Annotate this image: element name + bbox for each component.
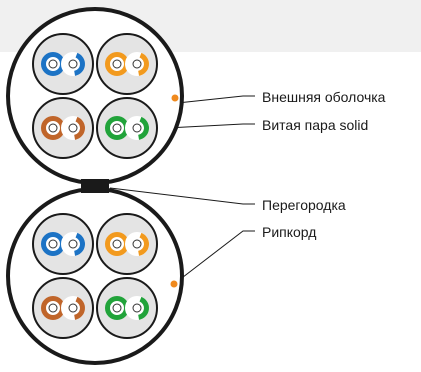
outer-jacket: [6, 7, 184, 185]
label-ripcord: Рипкорд: [262, 224, 317, 240]
conductor-core: [48, 59, 58, 69]
ripcord-dot: [171, 94, 179, 102]
label-outer-jacket: Внешняя оболочка: [262, 89, 386, 105]
conductor-stripe: [73, 296, 85, 320]
label-twisted-pair: Витая пара solid: [262, 117, 369, 133]
conductor-core: [132, 303, 142, 313]
outer-jacket: [6, 187, 184, 365]
orange-twisted-pair-icon: [96, 213, 158, 275]
conductor-stripe: [73, 232, 85, 256]
blue-twisted-pair-icon: [32, 33, 94, 95]
conductor-core: [112, 239, 122, 249]
conductor-core: [132, 59, 142, 69]
conductor-stripe: [137, 52, 149, 76]
conductor-core: [68, 123, 78, 133]
separator: [81, 179, 109, 193]
conductor-stripe: [137, 296, 149, 320]
leader-line-ripcord: [173, 230, 255, 285]
leader-line-twisted-pair: [147, 123, 255, 130]
lower-cable: [6, 187, 184, 365]
conductor-stripe: [137, 116, 149, 140]
conductor-stripe: [73, 52, 85, 76]
conductor-core: [48, 303, 58, 313]
brown-twisted-pair-icon: [32, 277, 94, 339]
label-separator: Перегородка: [262, 197, 346, 213]
conductor-stripe: [73, 116, 85, 140]
leader-line-separator: [109, 187, 255, 205]
blue-twisted-pair-icon: [32, 213, 94, 275]
conductor-core: [132, 123, 142, 133]
conductor-core: [48, 239, 58, 249]
conductor-core: [68, 59, 78, 69]
conductor-core: [112, 123, 122, 133]
conductor-core: [132, 239, 142, 249]
upper-cable: [6, 7, 184, 185]
leader-line-outer-jacket: [167, 95, 255, 105]
conductor-stripe: [137, 232, 149, 256]
conductor-core: [68, 239, 78, 249]
green-twisted-pair-icon: [96, 97, 158, 159]
orange-twisted-pair-icon: [96, 33, 158, 95]
conductor-core: [48, 123, 58, 133]
green-twisted-pair-icon: [96, 277, 158, 339]
leader-lines: [109, 95, 255, 285]
conductor-core: [68, 303, 78, 313]
conductor-core: [112, 303, 122, 313]
brown-twisted-pair-icon: [32, 97, 94, 159]
conductor-core: [112, 59, 122, 69]
ripcord-dot: [170, 280, 178, 288]
